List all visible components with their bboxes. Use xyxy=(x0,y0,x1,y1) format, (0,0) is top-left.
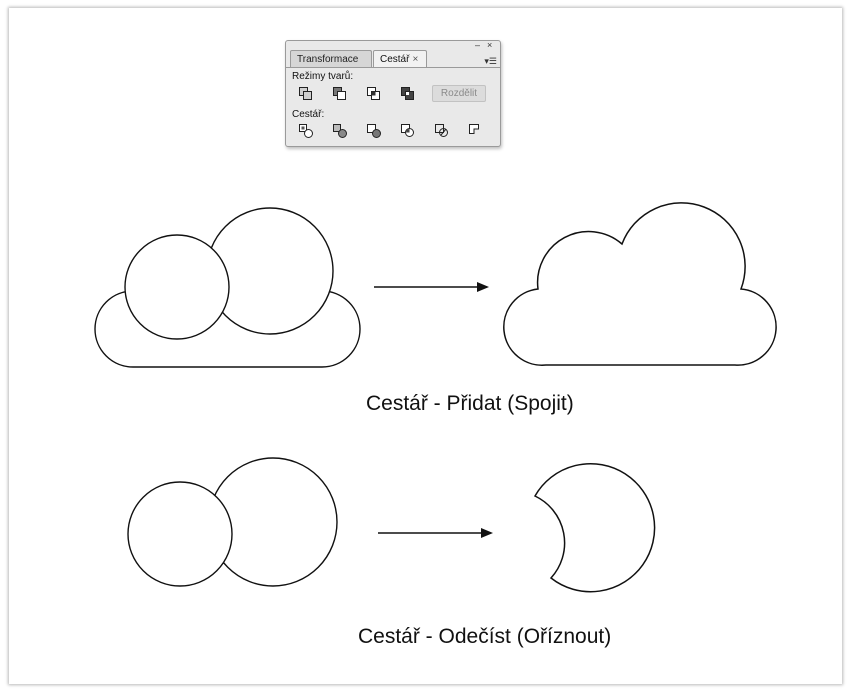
minus-front-icon[interactable] xyxy=(332,86,348,102)
divide-icon[interactable] xyxy=(298,123,314,139)
minimize-button[interactable]: – xyxy=(475,40,481,50)
subtract-result-shape xyxy=(533,462,656,593)
pathfinder-panel: – × Transformace Cestář× ▾☰ Režimy tvarů… xyxy=(285,40,501,147)
tab-label: Cestář xyxy=(380,54,410,65)
unite-icon[interactable] xyxy=(298,86,314,102)
small-circle xyxy=(127,481,233,587)
unite-caption: Cestář - Přidat (Spojit) xyxy=(366,392,574,415)
tab-close-icon[interactable]: × xyxy=(412,54,419,65)
unite-source-shapes xyxy=(94,207,361,368)
exclude-icon[interactable] xyxy=(400,86,416,102)
subtract-caption: Cestář - Odečíst (Oříznout) xyxy=(358,625,612,648)
outline-icon[interactable] xyxy=(434,123,450,139)
small-circle xyxy=(124,234,230,340)
pathfinder-label: Cestář: xyxy=(292,109,325,120)
tab-divider xyxy=(286,67,500,68)
tab-cestar[interactable]: Cestář× xyxy=(373,50,427,67)
tab-label: Transformace xyxy=(297,54,359,65)
tab-transformace[interactable]: Transformace xyxy=(290,50,372,67)
close-panel-button[interactable]: × xyxy=(487,40,493,50)
merge-icon[interactable] xyxy=(366,123,382,139)
shape-modes-label: Režimy tvarů: xyxy=(292,71,354,82)
trim-icon[interactable] xyxy=(332,123,348,139)
panel-menu-icon[interactable]: ▾☰ xyxy=(484,56,497,66)
minus-back-icon[interactable] xyxy=(468,123,484,139)
split-button[interactable]: Rozdělit xyxy=(432,85,486,102)
crop-icon[interactable] xyxy=(400,123,416,139)
unite-result-cloud xyxy=(503,202,777,366)
intersect-icon[interactable] xyxy=(366,86,382,102)
subtract-source-shapes xyxy=(127,457,338,587)
